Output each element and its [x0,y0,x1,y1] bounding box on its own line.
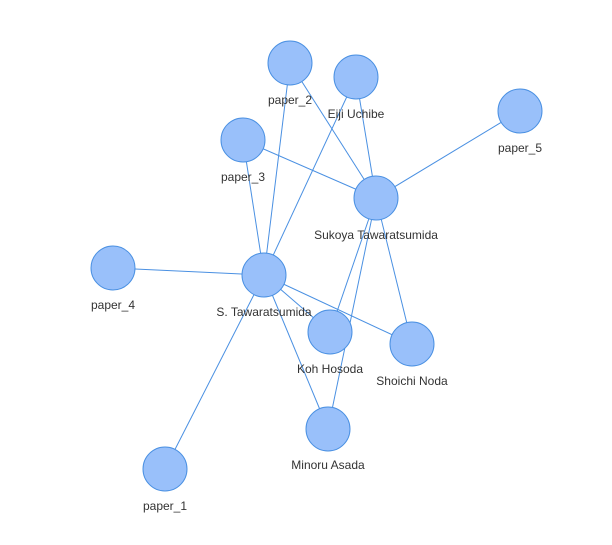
node-circle-minoru[interactable] [305,406,351,452]
edge-paper_2-s_tawa [263,62,291,276]
edge-paper_4-s_tawa [112,267,265,276]
node-label-sukoya: Sukoya Tawaratsumida [314,228,438,242]
edge-paper_1-s_tawa [164,274,265,470]
node-paper_2[interactable]: paper_2 [267,40,313,107]
node-circle-koh[interactable] [307,309,353,355]
node-label-eiji: Eiji Uchibe [328,107,385,121]
node-eiji[interactable]: Eiji Uchibe [328,54,385,121]
edge-eiji-s_tawa [263,76,357,276]
edge-paper_3-s_tawa [242,139,265,276]
edges-layer [112,62,521,470]
node-label-paper_3: paper_3 [221,170,265,184]
node-minoru[interactable]: Minoru Asada [291,406,365,472]
edge-sukoya-shoichi [375,197,413,345]
node-koh[interactable]: Koh Hosoda [297,309,363,376]
node-circle-paper_5[interactable] [497,88,543,134]
node-circle-paper_1[interactable] [142,446,188,492]
node-label-s_tawa: S. Tawaratsumida [216,305,311,319]
node-circle-eiji[interactable] [333,54,379,100]
node-paper_4[interactable]: paper_4 [90,245,136,312]
node-shoichi[interactable]: Shoichi Noda [376,321,448,388]
node-paper_5[interactable]: paper_5 [497,88,543,155]
node-paper_3[interactable]: paper_3 [220,117,266,184]
node-label-paper_1: paper_1 [143,499,187,513]
node-circle-paper_4[interactable] [90,245,136,291]
edge-paper_3-sukoya [242,139,377,199]
node-circle-paper_3[interactable] [220,117,266,163]
node-sukoya[interactable]: Sukoya Tawaratsumida [314,175,438,242]
node-label-paper_5: paper_5 [498,141,542,155]
node-label-paper_2: paper_2 [268,93,312,107]
edge-s_tawa-minoru [263,274,329,430]
node-label-shoichi: Shoichi Noda [376,374,448,388]
node-circle-sukoya[interactable] [353,175,399,221]
edge-sukoya-koh [329,197,377,333]
edge-paper_2-sukoya [289,62,377,199]
node-circle-shoichi[interactable] [389,321,435,367]
edge-paper_5-sukoya [375,110,521,199]
node-circle-s_tawa[interactable] [241,252,287,298]
node-label-minoru: Minoru Asada [291,458,365,472]
node-circle-paper_2[interactable] [267,40,313,86]
edge-sukoya-minoru [327,197,377,430]
node-paper_1[interactable]: paper_1 [142,446,188,513]
node-label-paper_4: paper_4 [91,298,135,312]
node-s_tawa[interactable]: S. Tawaratsumida [216,252,312,319]
node-label-koh: Koh Hosoda [297,362,363,376]
